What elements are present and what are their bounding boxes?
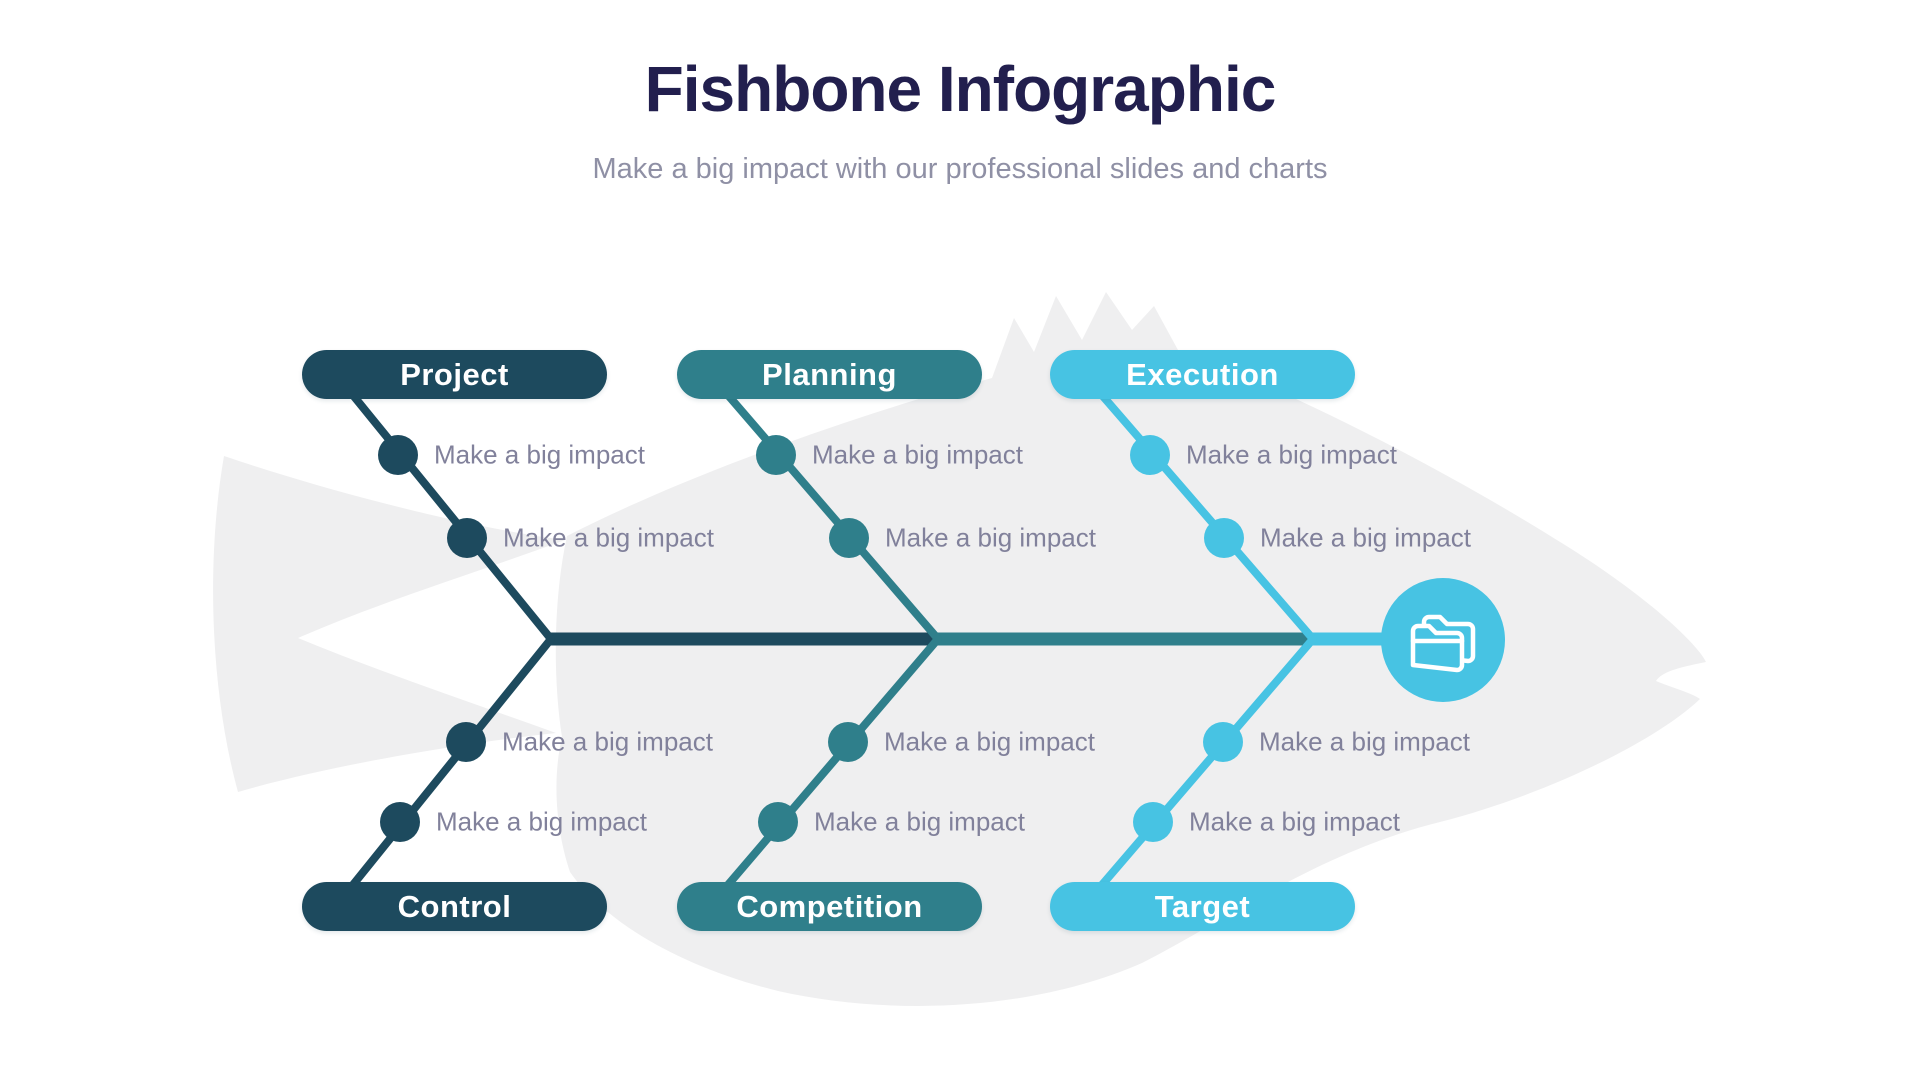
fish-body [555, 292, 1707, 1006]
bone-target [1097, 635, 1317, 890]
pill-project: Project [302, 350, 607, 399]
item-competition-1: Make a big impact [884, 726, 1095, 757]
dot-execution-1 [1130, 435, 1170, 475]
item-control-2: Make a big impact [436, 806, 647, 837]
head-node [1381, 578, 1505, 702]
pill-planning: Planning [677, 350, 982, 399]
item-target-1: Make a big impact [1259, 726, 1470, 757]
bone-competition [723, 635, 942, 890]
dot-execution-2 [1204, 518, 1244, 558]
page-subtitle: Make a big impact with our professional … [592, 153, 1328, 185]
dot-control-2 [380, 802, 420, 842]
item-target-2: Make a big impact [1189, 806, 1400, 837]
dot-project-1 [378, 435, 418, 475]
item-control-1: Make a big impact [502, 726, 713, 757]
bone-project [348, 390, 555, 643]
bone-execution [1097, 390, 1317, 643]
pill-execution: Execution [1050, 350, 1355, 399]
dot-project-2 [447, 518, 487, 558]
dot-planning-1 [756, 435, 796, 475]
dot-target-2 [1133, 802, 1173, 842]
pill-control: Control [302, 882, 607, 931]
page-title: Fishbone Infographic [644, 53, 1277, 125]
item-planning-2: Make a big impact [885, 522, 1096, 553]
item-planning-1: Make a big impact [812, 439, 1023, 470]
dot-control-1 [446, 722, 486, 762]
item-project-2: Make a big impact [503, 522, 714, 553]
item-project-1: Make a big impact [434, 439, 645, 470]
item-competition-2: Make a big impact [814, 806, 1025, 837]
bone-control [348, 635, 555, 890]
dot-target-1 [1203, 722, 1243, 762]
dot-competition-1 [828, 722, 868, 762]
folder-icon [1410, 614, 1476, 673]
pill-target: Target [1050, 882, 1355, 931]
dot-planning-2 [829, 518, 869, 558]
branch-node-dots [378, 435, 1244, 842]
dot-competition-2 [758, 802, 798, 842]
branch-bones [348, 390, 1317, 890]
pill-competition: Competition [677, 882, 982, 931]
item-execution-1: Make a big impact [1186, 439, 1397, 470]
item-execution-2: Make a big impact [1260, 522, 1471, 553]
bone-planning [723, 390, 942, 643]
